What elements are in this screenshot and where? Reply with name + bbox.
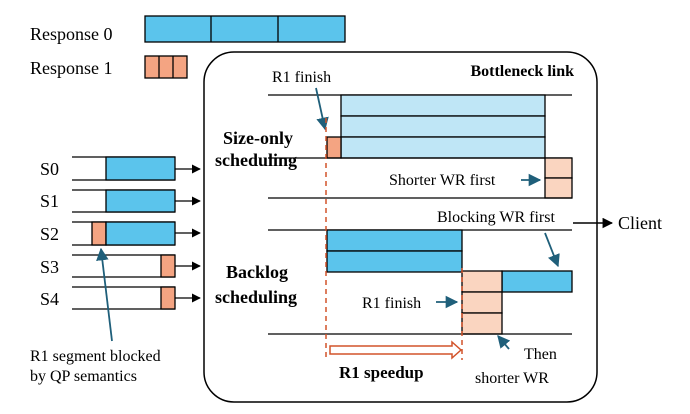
legend-response1-swatch — [144, 55, 188, 79]
legend-response0-label: Response 0 — [30, 24, 113, 44]
size-only-r1-finish-label: R1 finish — [272, 69, 331, 86]
size-only-label-line2: scheduling — [215, 150, 297, 170]
stream-label-s3: S3 — [40, 257, 59, 277]
stream-s0: S0 — [40, 156, 201, 181]
backlog-note-top: Blocking WR first — [437, 209, 555, 226]
size-only-section — [268, 94, 573, 199]
client-label: Client — [618, 213, 662, 233]
bottleneck-link-panel — [203, 51, 598, 403]
stream-s1: S1 — [40, 189, 201, 213]
backlog-note-top-arrow — [544, 232, 560, 268]
backlog-note-bottom-line2: shorter WR — [475, 370, 549, 387]
left-note-line2: by QP semantics — [30, 368, 137, 385]
backlog-section — [268, 229, 573, 335]
stream-label-s2: S2 — [40, 224, 59, 244]
size-only-note: Shorter WR first — [389, 172, 496, 189]
backlog-label-line2: scheduling — [215, 287, 297, 307]
stream-s3: S3 — [40, 254, 201, 278]
backlog-note-bottom-arrow — [497, 335, 511, 350]
stream-label-s4: S4 — [40, 289, 59, 309]
stream-label-s0: S0 — [40, 159, 59, 179]
r1-speedup-label: R1 speedup — [339, 363, 424, 382]
backlog-r1-finish-label: R1 finish — [362, 295, 421, 312]
stream-s2: S2 — [40, 221, 201, 246]
bottleneck-link-title: Bottleneck link — [470, 63, 574, 80]
stream-s4: S4 — [40, 286, 201, 310]
stream-label-s1: S1 — [40, 191, 59, 211]
size-only-label-line1: Size-only — [223, 128, 293, 148]
size-only-r1-finish-arrow — [315, 87, 329, 131]
backlog-note-bottom-line1: Then — [524, 346, 557, 363]
left-note-arrow — [96, 247, 113, 342]
r1-speedup-arrow — [329, 340, 463, 360]
backlog-label-line1: Backlog — [226, 262, 288, 282]
left-note-line1: R1 segment blocked — [30, 348, 161, 365]
legend-response0-swatch — [144, 15, 346, 43]
legend-response1-label: Response 1 — [30, 58, 113, 78]
